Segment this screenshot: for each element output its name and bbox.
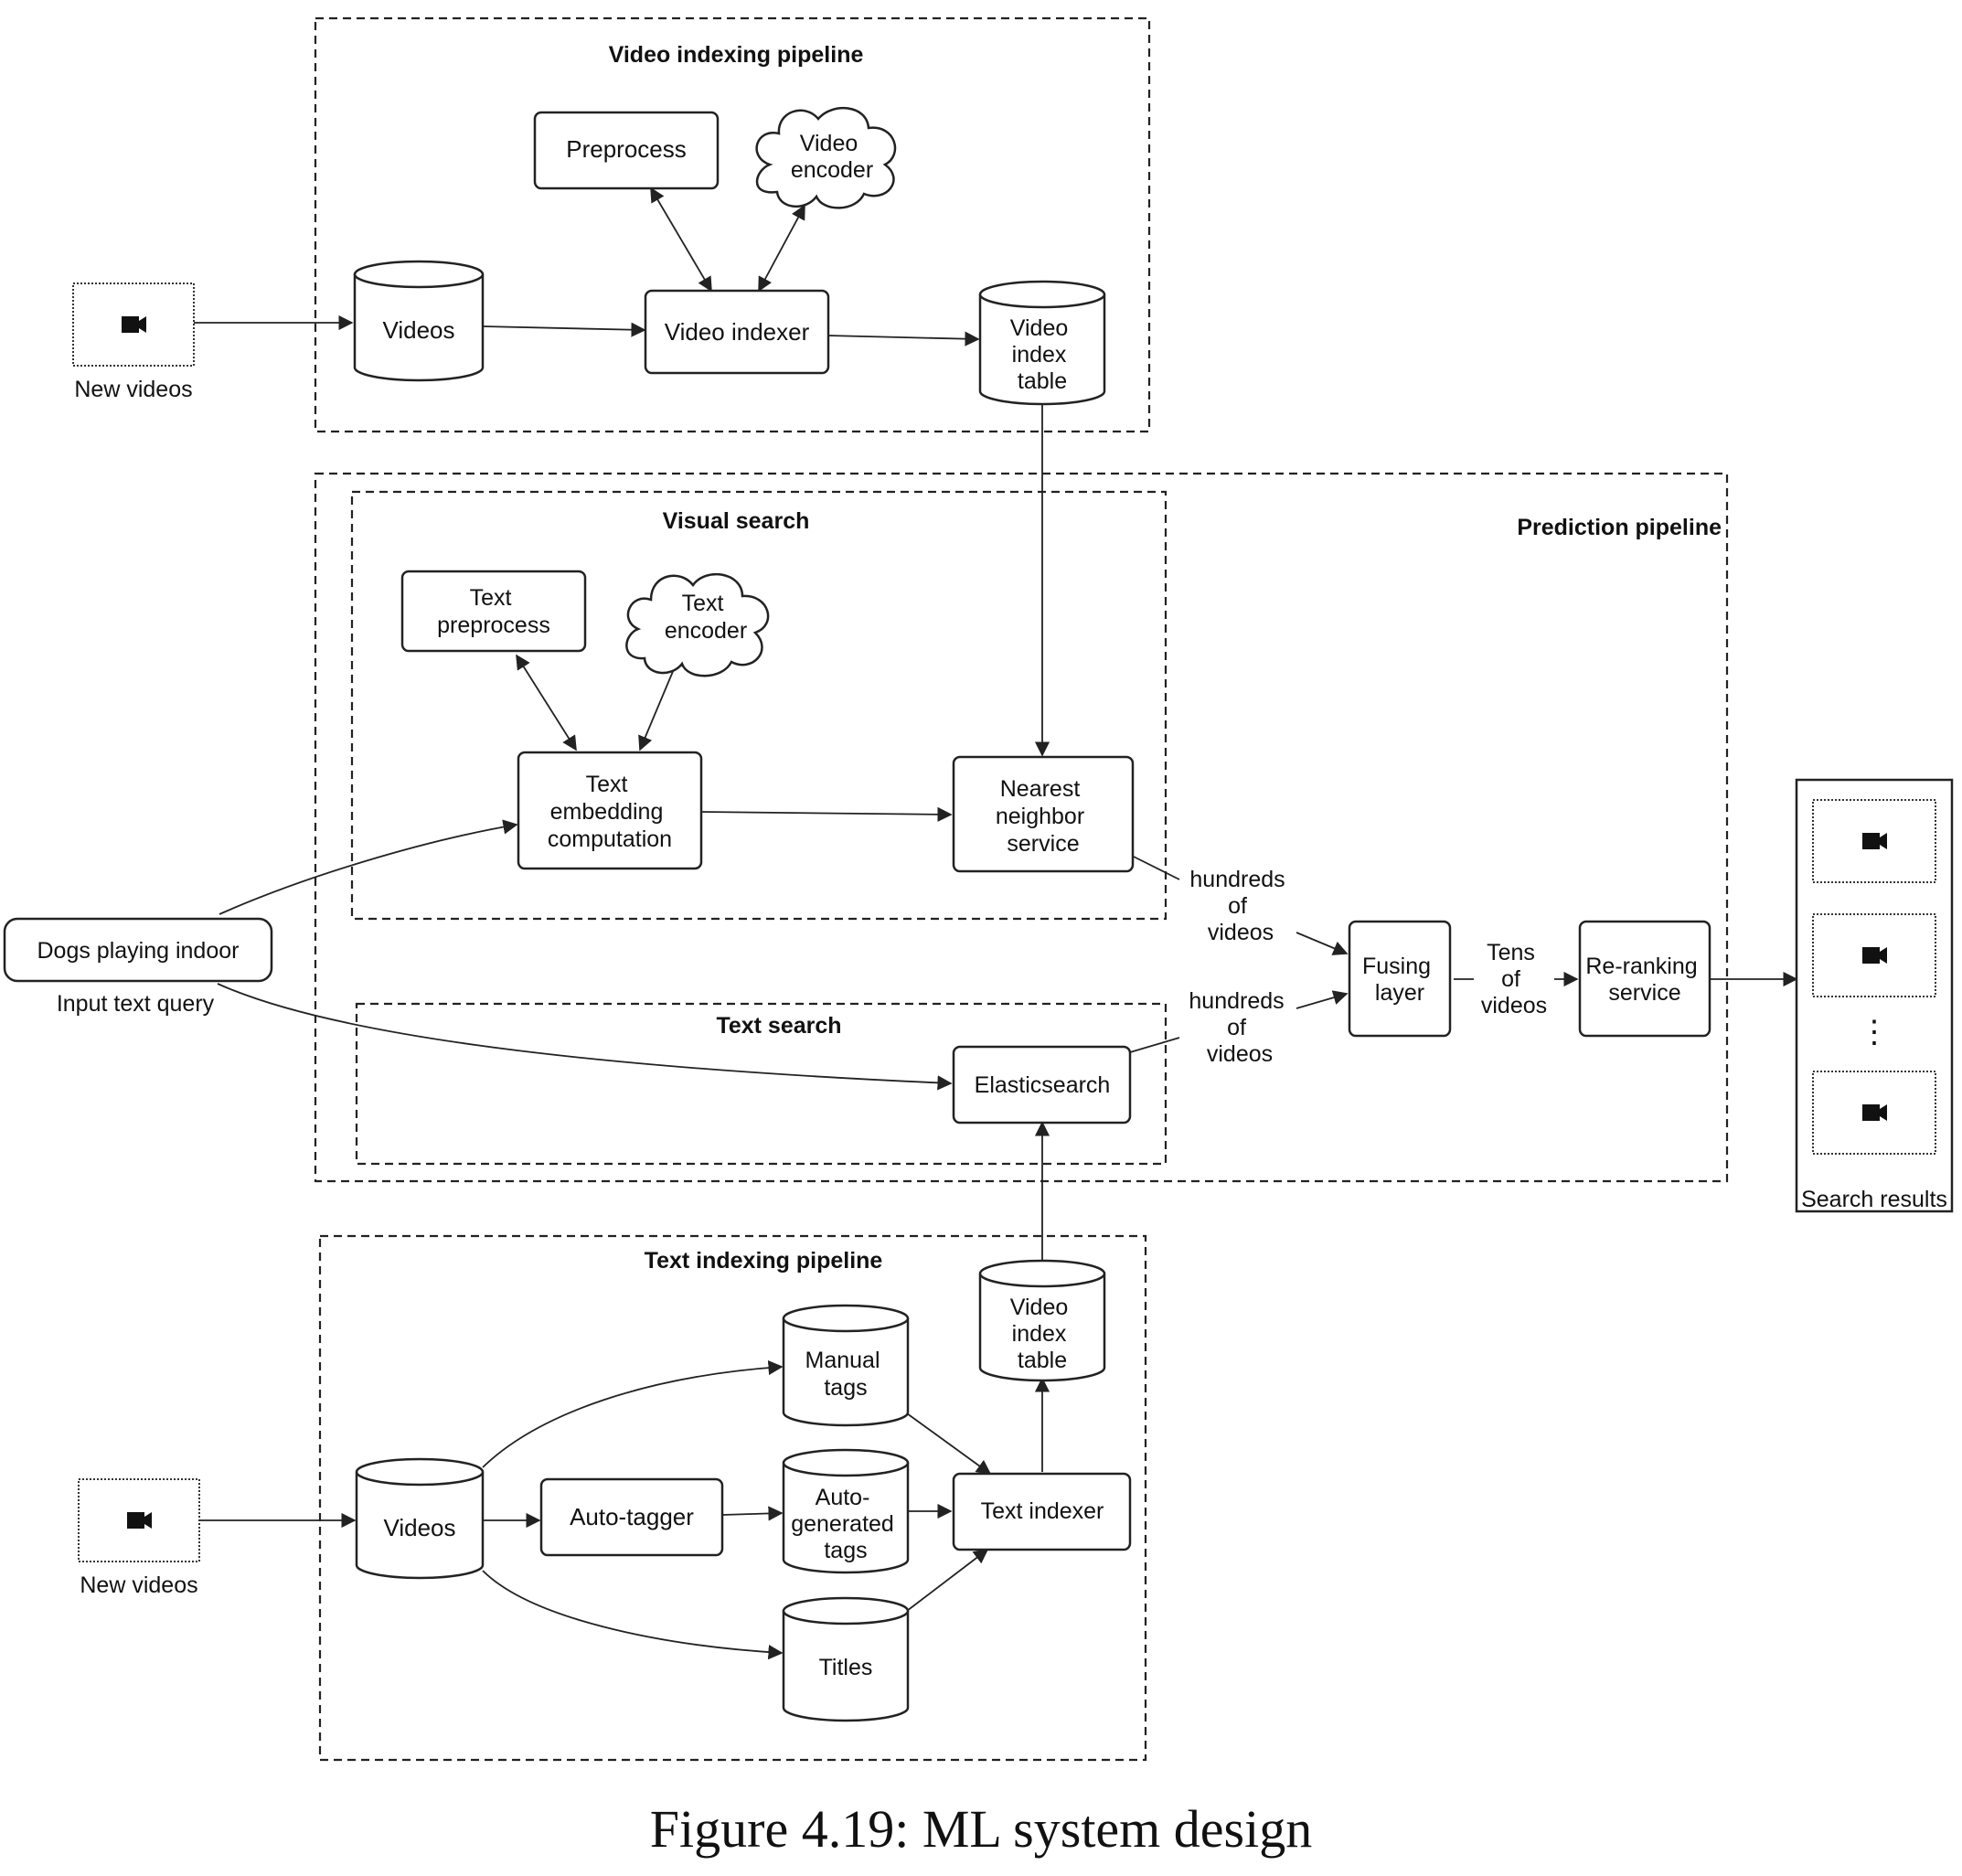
manual-tags-store: Manual tags: [782, 1304, 910, 1427]
videos-top-store: Videos: [353, 260, 485, 382]
titles-label: Titles: [819, 1655, 873, 1680]
video-index-table-bottom-label: Video index table: [1010, 1295, 1074, 1373]
new-videos-bottom-label: New videos: [80, 1572, 197, 1598]
query-text: Dogs playing indoor: [37, 938, 240, 964]
auto-tagger-label: Auto-tagger: [570, 1503, 694, 1530]
video-indexing-pipeline-title: Video indexing pipeline: [609, 42, 864, 68]
prediction-pipeline-title: Prediction pipeline: [1517, 515, 1722, 540]
videos-bottom-store: Videos: [355, 1457, 485, 1580]
video-camera-icon: [1862, 1104, 1887, 1121]
video-index-table-bottom: Video index table: [978, 1259, 1106, 1382]
titles-store: Titles: [782, 1596, 910, 1722]
result-item: [1812, 1071, 1936, 1155]
fusing-layer-box: Fusing layer: [1348, 920, 1452, 1038]
video-camera-icon: [1862, 947, 1887, 964]
auto-generated-tags-label: Auto- generated tags: [791, 1485, 901, 1563]
video-encoder-label: Video encoder: [791, 131, 873, 183]
hundreds-of-videos-2: hundreds of videos: [1189, 988, 1290, 1067]
fusing-layer-label: Fusing layer: [1362, 954, 1437, 1006]
text-indexer-label: Text indexer: [981, 1498, 1104, 1524]
query-box: [3, 917, 273, 983]
results-ellipsis: ⋮: [1859, 1015, 1890, 1050]
manual-tags-label: Manual tags: [805, 1348, 887, 1401]
text-preprocess-box: Text preprocess: [400, 570, 587, 653]
text-indexing-pipeline-group: [318, 1234, 1147, 1762]
video-camera-icon: [122, 316, 146, 333]
text-indexer-box: Text indexer: [952, 1472, 1132, 1551]
input-query: Dogs playing indoor Input text query: [3, 917, 273, 1017]
result-item: [1812, 799, 1936, 883]
edge-titles-to-text-indexer: [906, 1549, 989, 1612]
tens-of-videos: Tens of videos: [1481, 940, 1547, 1018]
nearest-neighbor-box: Nearest neighbor service: [952, 755, 1135, 873]
text-search-title: Text search: [716, 1013, 841, 1039]
text-encoder-cloud: Text encoder: [625, 572, 770, 677]
edge-videos-to-video-indexer: [482, 322, 646, 337]
edge-embedding-to-nearest-neighbor: [700, 806, 953, 822]
search-results: ⋮ Search results: [1795, 778, 1954, 1213]
visual-search-group: [350, 490, 1168, 921]
edge-preprocess-video-indexer: [650, 187, 712, 293]
prediction-pipeline-group: [314, 472, 1729, 1183]
video-camera-icon: [1862, 833, 1887, 849]
edges: [194, 187, 1798, 1660]
result-item: [1812, 913, 1936, 997]
videos-bottom-label: Videos: [383, 1514, 455, 1541]
edge-nn-to-hundreds: [1133, 856, 1180, 880]
reranking-label: Re-ranking service: [1585, 954, 1703, 1006]
edge-videos-to-manual-tags: [482, 1359, 784, 1468]
video-indexer-label: Video indexer: [665, 318, 810, 346]
video-index-table-top-label: Video index table: [1010, 315, 1074, 394]
video-indexing-pipeline-group: [314, 16, 1151, 433]
new-videos-top-label: New videos: [74, 377, 192, 402]
reranking-box: Re-ranking service: [1578, 920, 1711, 1038]
video-index-table-top: Video index table: [978, 280, 1106, 406]
text-search-group: [355, 1002, 1168, 1166]
new-videos-bottom: New videos: [78, 1478, 200, 1598]
elasticsearch-label: Elasticsearch: [975, 1072, 1111, 1098]
videos-top-label: Videos: [382, 316, 454, 344]
edge-hundreds-to-fusing-2: [1296, 990, 1349, 1009]
preprocess-label: Preprocess: [566, 135, 687, 163]
text-preprocess-label: Text preprocess: [437, 585, 550, 638]
edge-hundreds-to-fusing-1: [1296, 932, 1349, 955]
edge-text-preprocess-embedding: [516, 654, 577, 751]
text-embedding-box: Text embedding computation: [517, 751, 703, 870]
figure-caption: Figure 4.19: ML system design: [650, 1799, 1312, 1859]
elasticsearch-box: Elasticsearch: [952, 1045, 1132, 1125]
auto-generated-tags-store: Auto- generated tags: [782, 1448, 910, 1574]
preprocess-box: Preprocess: [533, 111, 720, 190]
edge-manual-tags-to-text-indexer: [906, 1412, 992, 1475]
hundreds-of-videos-1: hundreds of videos: [1189, 867, 1291, 945]
visual-search-title: Visual search: [663, 508, 810, 534]
edge-query-to-elasticsearch: [217, 983, 953, 1091]
edge-videos-to-titles: [482, 1570, 784, 1660]
query-label: Input text query: [57, 991, 215, 1017]
text-embedding-label: Text embedding computation: [548, 772, 672, 852]
text-indexing-pipeline-title: Text indexing pipeline: [645, 1248, 883, 1274]
nearest-neighbor-label: Nearest neighbor service: [996, 776, 1091, 857]
edge-video-indexer-to-index-table: [826, 331, 980, 346]
video-camera-icon: [127, 1512, 152, 1529]
video-indexer-box: Video indexer: [644, 289, 830, 375]
search-results-label: Search results: [1801, 1187, 1947, 1212]
text-encoder-label: Text encoder: [665, 591, 747, 644]
edge-auto-tagger-to-generated-tags: [721, 1506, 784, 1521]
edge-elastic-to-hundreds: [1129, 1037, 1180, 1053]
new-videos-top: New videos: [72, 282, 195, 402]
video-encoder-cloud: Video encoder: [755, 107, 897, 209]
edge-encoder-video-indexer: [758, 204, 805, 293]
auto-tagger-box: Auto-tagger: [539, 1477, 724, 1557]
edge-query-to-embedding: [219, 819, 518, 915]
